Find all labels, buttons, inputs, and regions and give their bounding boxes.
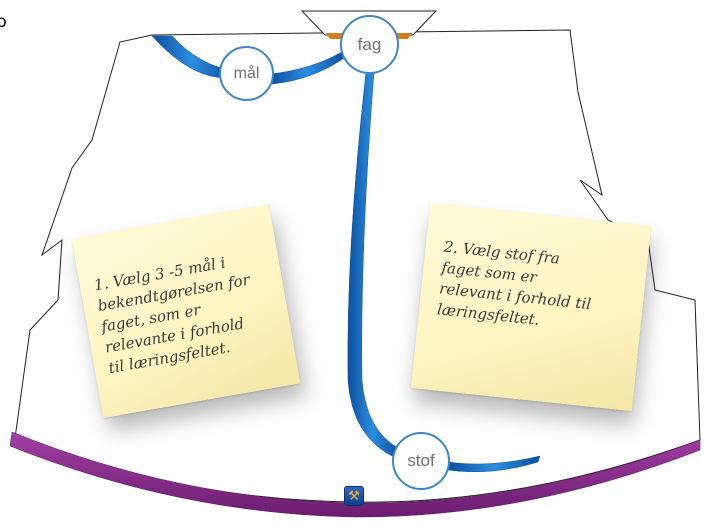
sticky-note-goals: 1. Vælg 3 -5 mål i bekendtgørelsen for f… — [71, 204, 301, 418]
node-stof-label: stof — [407, 451, 435, 470]
bottom-arc — [9, 431, 701, 518]
node-mal-label: mål — [233, 64, 260, 82]
connector-stof-tail — [447, 455, 541, 473]
corner-glyph: p — [0, 12, 7, 32]
node-stof[interactable]: stof — [392, 432, 450, 490]
node-fag-label: fag — [357, 34, 382, 54]
node-mal[interactable]: mål — [219, 46, 274, 101]
sticky-note-content-text: 2. Vælg stof fra faget som er relevant i… — [436, 237, 592, 329]
node-fag[interactable]: fag — [340, 15, 399, 74]
tools-icon[interactable]: ⚒ — [344, 486, 364, 506]
sticky-note-content: 2. Vælg stof fra faget som er relevant i… — [410, 202, 652, 412]
sticky-note-goals-text: 1. Vælg 3 -5 mål i bekendtgørelsen for f… — [92, 253, 252, 378]
